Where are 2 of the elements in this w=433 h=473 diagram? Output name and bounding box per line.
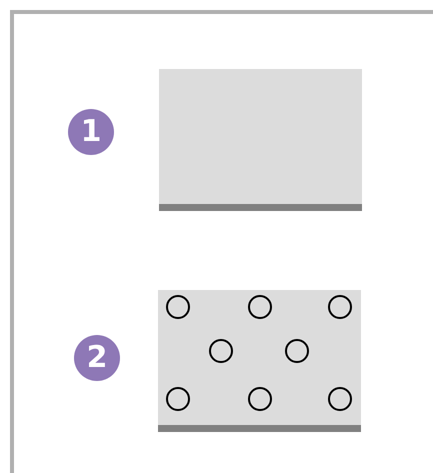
callout-number: 1 [68,109,114,155]
callout-number: 2 [74,335,120,381]
